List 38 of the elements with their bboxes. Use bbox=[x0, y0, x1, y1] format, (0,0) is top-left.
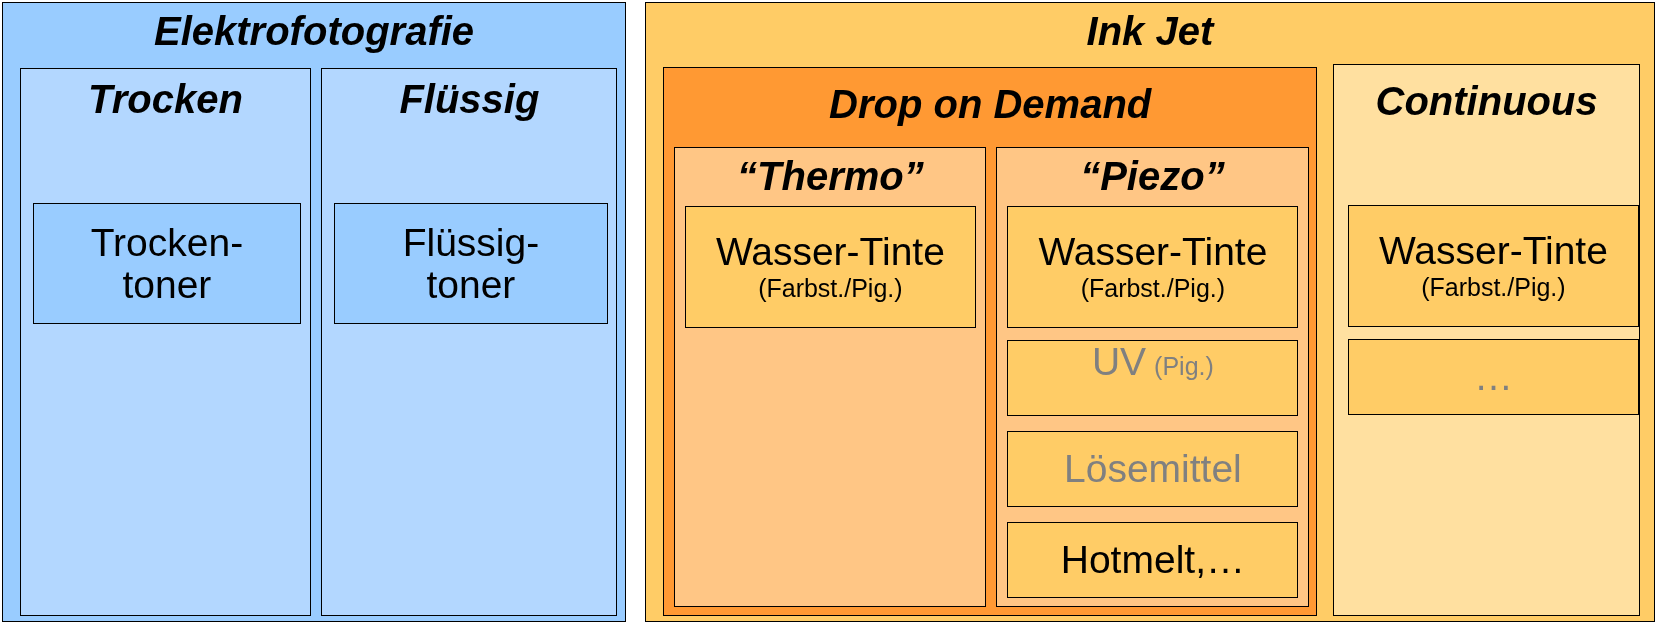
ink-name: Wasser-Tinte bbox=[715, 230, 945, 273]
ink-detail: (Farbst./Pig.) bbox=[1080, 272, 1226, 303]
category-heading: Trocken bbox=[86, 76, 244, 121]
category-heading: “Piezo” bbox=[1079, 153, 1226, 198]
category-panel bbox=[20, 67, 311, 617]
ink-name: UV bbox=[1091, 341, 1147, 384]
ink-type-box bbox=[1348, 205, 1639, 327]
category-heading: Ink Jet bbox=[1085, 9, 1216, 54]
ink-type-box bbox=[334, 202, 608, 325]
ink-name: Trocken- toner bbox=[89, 221, 245, 306]
category-panel bbox=[645, 2, 1655, 622]
category-panel bbox=[1333, 64, 1640, 617]
ink-detail: (Farbst./Pig.) bbox=[758, 272, 903, 303]
category-heading: Elektrofotografie bbox=[153, 9, 476, 54]
ink-type-box bbox=[32, 202, 302, 325]
category-heading: “Thermo” bbox=[736, 153, 925, 198]
ink-detail: (Farbst./Pig.) bbox=[1421, 271, 1566, 302]
ink-type-box bbox=[1348, 339, 1639, 416]
ink-type-box bbox=[685, 206, 976, 328]
ink-name: … bbox=[1473, 356, 1513, 399]
ink-name: Flüssig- toner bbox=[401, 221, 541, 306]
category-panel bbox=[674, 146, 987, 607]
ink-detail: (Pig.) bbox=[1154, 351, 1214, 382]
ink-type-box bbox=[1007, 206, 1299, 328]
category-panel bbox=[995, 146, 1309, 607]
ink-type-box bbox=[1007, 522, 1299, 599]
category-panel bbox=[321, 67, 618, 617]
ink-type-box bbox=[1007, 431, 1299, 508]
ink-name: Hotmelt,… bbox=[1060, 539, 1245, 582]
category-heading: Continuous bbox=[1374, 79, 1599, 124]
ink-name: Wasser-Tinte bbox=[1038, 230, 1268, 273]
ink-type-box bbox=[1007, 340, 1299, 417]
ink-name: Wasser-Tinte bbox=[1378, 229, 1608, 272]
ink-name: Lösemittel bbox=[1064, 448, 1242, 491]
category-panel bbox=[662, 66, 1318, 617]
category-panel bbox=[2, 2, 626, 622]
category-heading: Drop on Demand bbox=[828, 81, 1153, 126]
category-heading: Flüssig bbox=[398, 76, 541, 121]
